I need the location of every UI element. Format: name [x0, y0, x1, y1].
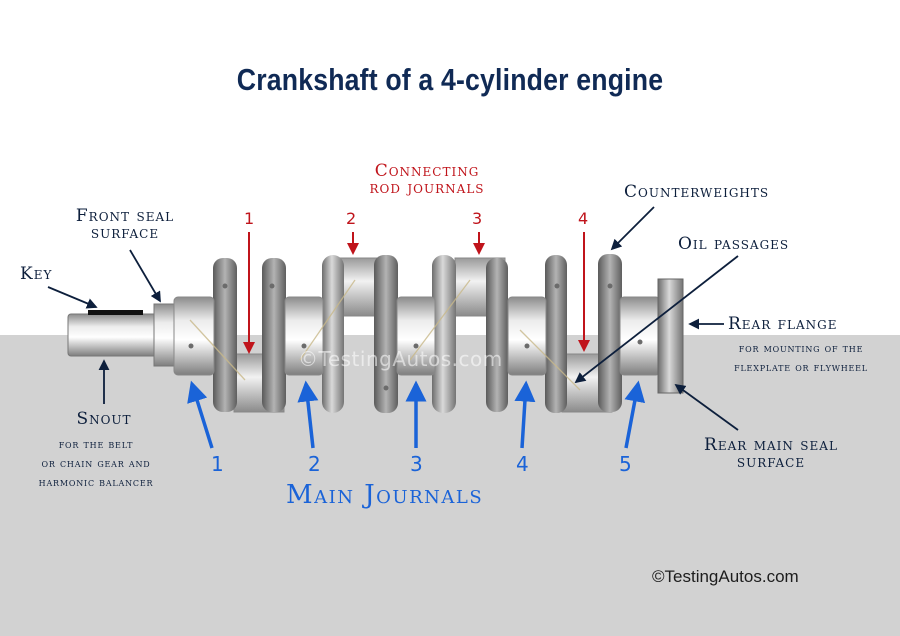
- cheek: [213, 258, 237, 412]
- connecting-rod-journals-label: Connecting rod journals: [322, 163, 532, 197]
- cheek: [322, 255, 344, 413]
- watermark: ©TestingAutos.com: [298, 347, 503, 371]
- label-line: Front seal: [75, 206, 175, 226]
- note-line: harmonic balancer: [38, 476, 154, 489]
- rod-journal-number: 3: [472, 209, 483, 228]
- holes: [188, 283, 643, 391]
- main-journal-number: 2: [308, 452, 321, 476]
- main-journal-number: 5: [619, 452, 632, 476]
- main-journal-number: 4: [516, 452, 529, 476]
- cheek: [486, 258, 508, 412]
- counterweights-label: Counterweights: [624, 182, 770, 202]
- note-line: flexplate or flywheel: [734, 361, 868, 374]
- copyright-text: ©TestingAutos.com: [652, 567, 799, 586]
- main-journal-4: [507, 296, 547, 376]
- key-label: Key: [20, 264, 53, 284]
- oil-passage-lines: [189, 279, 581, 391]
- arrow-main-4: [514, 380, 536, 449]
- label-line: surface: [736, 452, 806, 472]
- rod-journal-number: 4: [578, 209, 589, 228]
- main-journals-label: Main Journals: [286, 480, 484, 510]
- rear-flange-note: for mounting of the flexplate or flywhee…: [706, 339, 896, 377]
- label-line: Rear main seal: [704, 435, 838, 455]
- cheek: [262, 258, 286, 412]
- cheek: [598, 254, 622, 412]
- rear-flange: [657, 278, 684, 394]
- front-seal-surface-label: Front seal surface: [50, 208, 200, 242]
- main-journal-3: [396, 296, 436, 376]
- label-line: Connecting: [374, 161, 480, 181]
- arrow-rear-main-seal: [674, 383, 739, 431]
- rear-flange-label: Rear flange: [728, 314, 838, 334]
- rod-journal-number: 2: [346, 209, 357, 228]
- cheek: [374, 255, 398, 413]
- label-line: surface: [90, 223, 160, 243]
- cheek: [432, 255, 456, 413]
- cheek: [545, 255, 567, 413]
- page-title: Crankshaft of a 4-cylinder engine: [236, 62, 664, 97]
- arrow-front-seal: [129, 249, 161, 303]
- main-journal-number: 3: [410, 452, 423, 476]
- main-journal-number: 1: [211, 452, 224, 476]
- oil-passages-label: Oil passages: [678, 234, 790, 254]
- arrow-main-1: [187, 380, 214, 449]
- note-line: for the belt: [58, 438, 134, 451]
- main-journal-5: [619, 296, 661, 376]
- arrow-counterweights: [610, 206, 655, 251]
- arrow-main-2: [297, 380, 319, 449]
- arrow-main-5: [624, 380, 646, 449]
- snout-label: Snout: [76, 409, 132, 429]
- note-line: for mounting of the: [738, 342, 864, 355]
- arrow-oil-passages: [574, 255, 739, 384]
- key: [88, 310, 143, 315]
- arrow-key: [47, 286, 98, 309]
- note-line: or chain gear and: [41, 457, 151, 470]
- rod-journal-number: 1: [244, 209, 255, 228]
- snout: [67, 313, 161, 357]
- label-line: rod journals: [369, 178, 485, 198]
- main-journal-1: [173, 296, 215, 376]
- rear-main-seal-surface-label: Rear main seal surface: [676, 437, 866, 471]
- main-journal-2: [284, 296, 324, 376]
- snout-note: for the belt or chain gear and harmonic …: [10, 435, 182, 492]
